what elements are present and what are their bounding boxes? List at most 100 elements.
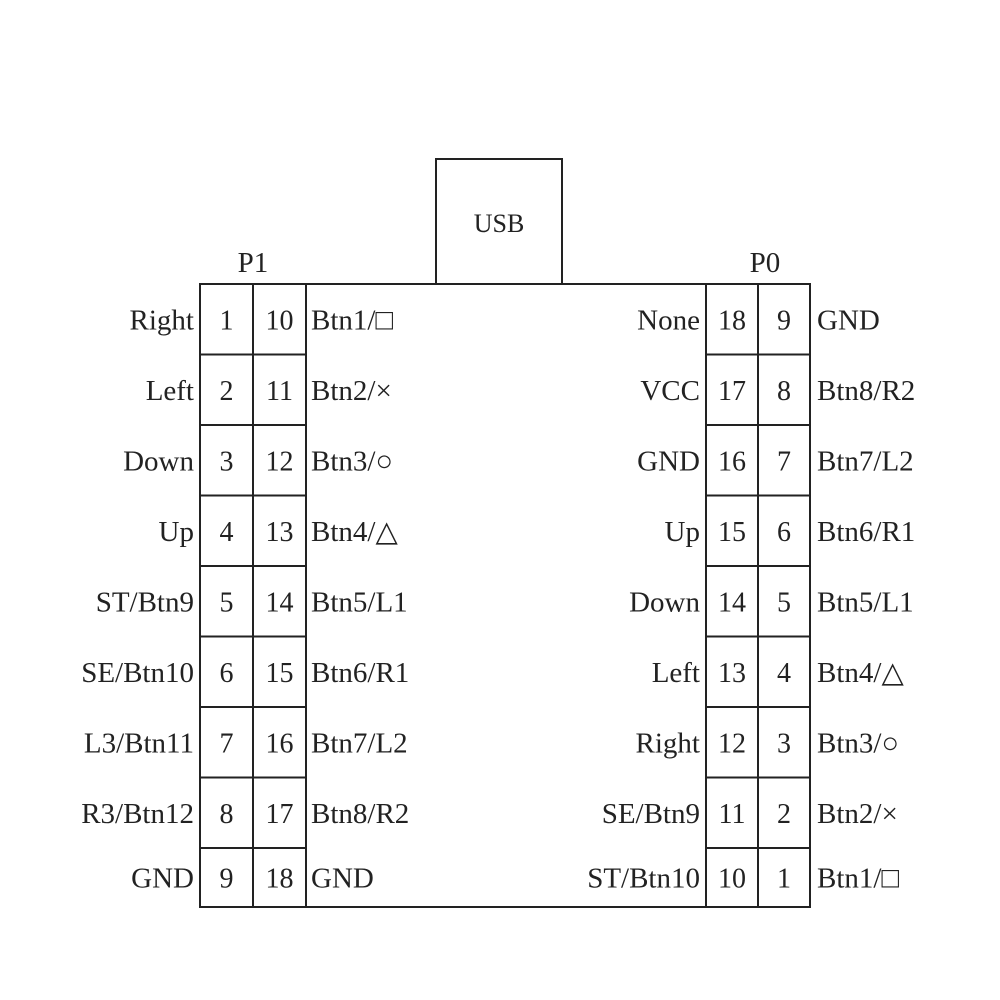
pin-number: 2 (777, 799, 791, 830)
pin-cell (705, 283, 759, 356)
pin-row: 2 11 Left Btn2/× (146, 353, 392, 426)
pin-number: 1 (220, 305, 234, 336)
pin-cell (757, 847, 811, 908)
pin-cell (757, 706, 811, 779)
pin-cell (705, 635, 759, 708)
pin-cell (252, 353, 307, 426)
pin-label-right: Btn5/L1 (817, 586, 914, 618)
pin-number: 13 (266, 517, 294, 548)
pin-cell (757, 776, 811, 849)
pin-label-left: GND (637, 445, 700, 477)
pin-label-left: ST/Btn9 (96, 586, 194, 618)
pin-number: 18 (718, 305, 746, 336)
pin-label-right: Btn8/R2 (311, 798, 409, 830)
pin-number: 13 (718, 658, 746, 689)
pin-label-right: Btn3/○ (311, 445, 393, 477)
pin-number: 11 (719, 799, 746, 830)
pin-label-right: Btn6/R1 (311, 657, 409, 689)
pin-label-right: Btn2/× (311, 375, 392, 407)
pin-cell (757, 353, 811, 426)
pin-label-left: Up (159, 516, 194, 548)
pin-cell (705, 353, 759, 426)
pin-number: 12 (718, 728, 746, 759)
pin-number: 10 (266, 305, 294, 336)
pin-label-right: GND (311, 863, 374, 895)
pin-number: 4 (777, 658, 791, 689)
pin-row: 12 3 Right Btn3/○ (636, 706, 899, 779)
pin-number: 15 (718, 517, 746, 548)
pin-row: 13 4 Left Btn4/△ (652, 635, 904, 708)
pin-label-right: Btn3/○ (817, 727, 899, 759)
pin-label-right: GND (817, 304, 880, 336)
pin-cell (757, 283, 811, 356)
pin-label-left: Down (629, 586, 700, 618)
pin-cell (705, 847, 759, 908)
pin-label-left: VCC (640, 375, 700, 407)
pin-number: 11 (266, 376, 293, 407)
pin-label-right: Btn5/L1 (311, 586, 408, 618)
pin-label-right: Btn1/□ (817, 863, 899, 895)
pin-label-left: Left (652, 657, 700, 689)
pin-label-left: R3/Btn12 (81, 798, 194, 830)
pin-number: 2 (220, 376, 234, 407)
pin-label-left: L3/Btn11 (84, 727, 194, 759)
pin-number: 8 (777, 376, 791, 407)
pin-label-left: GND (131, 863, 194, 895)
pin-number: 10 (718, 864, 746, 895)
pin-number: 8 (220, 799, 234, 830)
pin-cell (252, 847, 307, 908)
pin-number: 3 (777, 728, 791, 759)
pin-row: 8 17 R3/Btn12 Btn8/R2 (81, 776, 409, 849)
pin-cell (705, 494, 759, 567)
pin-number: 17 (266, 799, 294, 830)
pin-number: 1 (777, 864, 791, 895)
pin-number: 14 (718, 587, 746, 618)
pin-number: 16 (266, 728, 294, 759)
pin-label-right: Btn1/□ (311, 304, 393, 336)
pin-cell (252, 776, 307, 849)
pin-cell (199, 424, 254, 497)
pin-label-left: Right (130, 304, 194, 336)
pin-cell (705, 424, 759, 497)
pin-number: 4 (220, 517, 234, 548)
pin-cell (252, 424, 307, 497)
pin-cell (757, 565, 811, 638)
pin-number: 15 (266, 658, 294, 689)
header-p1-label: P1 (238, 247, 269, 279)
pin-number: 5 (777, 587, 791, 618)
pin-cell (757, 494, 811, 567)
pin-number: 12 (266, 446, 294, 477)
pin-label-right: Btn8/R2 (817, 375, 915, 407)
pin-label-left: Right (636, 727, 700, 759)
pin-number: 9 (777, 305, 791, 336)
pin-label-right: Btn4/△ (817, 657, 904, 689)
pin-number: 17 (718, 376, 746, 407)
pin-number: 16 (718, 446, 746, 477)
pin-row: 14 5 Down Btn5/L1 (629, 565, 914, 638)
pin-cell (757, 635, 811, 708)
pin-cell (252, 635, 307, 708)
pin-number: 3 (220, 446, 234, 477)
pin-label-right: Btn7/L2 (817, 445, 914, 477)
pin-number: 6 (777, 517, 791, 548)
pin-number: 7 (220, 728, 234, 759)
pin-number: 6 (220, 658, 234, 689)
pin-number: 14 (266, 587, 294, 618)
usb-label: USB (474, 209, 525, 238)
pin-cell (252, 706, 307, 779)
pin-label-left: Left (146, 375, 194, 407)
pin-cell (252, 283, 307, 356)
